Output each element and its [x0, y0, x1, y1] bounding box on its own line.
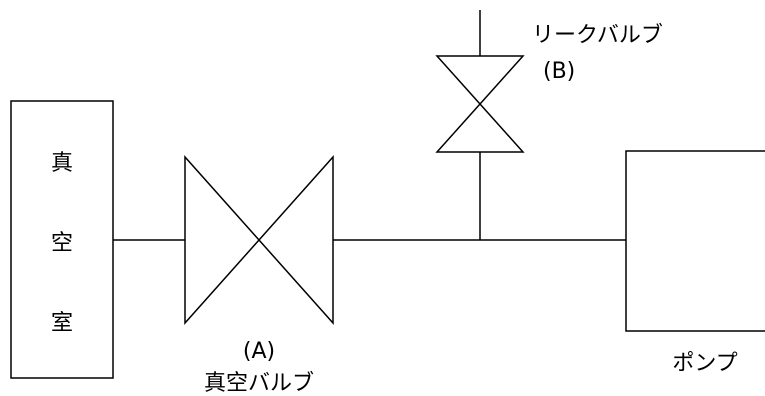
- vacuum-valve-a: (A) 真空バルブ: [184, 155, 334, 396]
- pump-label: ポンプ: [672, 351, 737, 376]
- pump-box: [625, 150, 765, 332]
- vacuum-chamber-box: [10, 100, 114, 379]
- vacuum-valve-a-name-label: 真空バルブ: [204, 371, 314, 396]
- leak-valve-b: リークバルブ (B): [435, 10, 663, 153]
- leak-valve-b-symbol: [435, 55, 525, 153]
- vacuum-valve-a-symbol: [184, 155, 334, 325]
- leak-valve-b-name-label: リークバルブ: [532, 23, 663, 48]
- vacuum-chamber: 真 空 室: [10, 100, 114, 379]
- vacuum-chamber-char-2: 空: [51, 231, 73, 256]
- vacuum-chamber-char-1: 真: [51, 151, 73, 176]
- leak-valve-b-id-label: (B): [543, 59, 575, 84]
- vacuum-chamber-char-3: 室: [51, 311, 73, 336]
- pump: ポンプ: [625, 150, 765, 376]
- vacuum-valve-a-id-label: (A): [243, 339, 275, 364]
